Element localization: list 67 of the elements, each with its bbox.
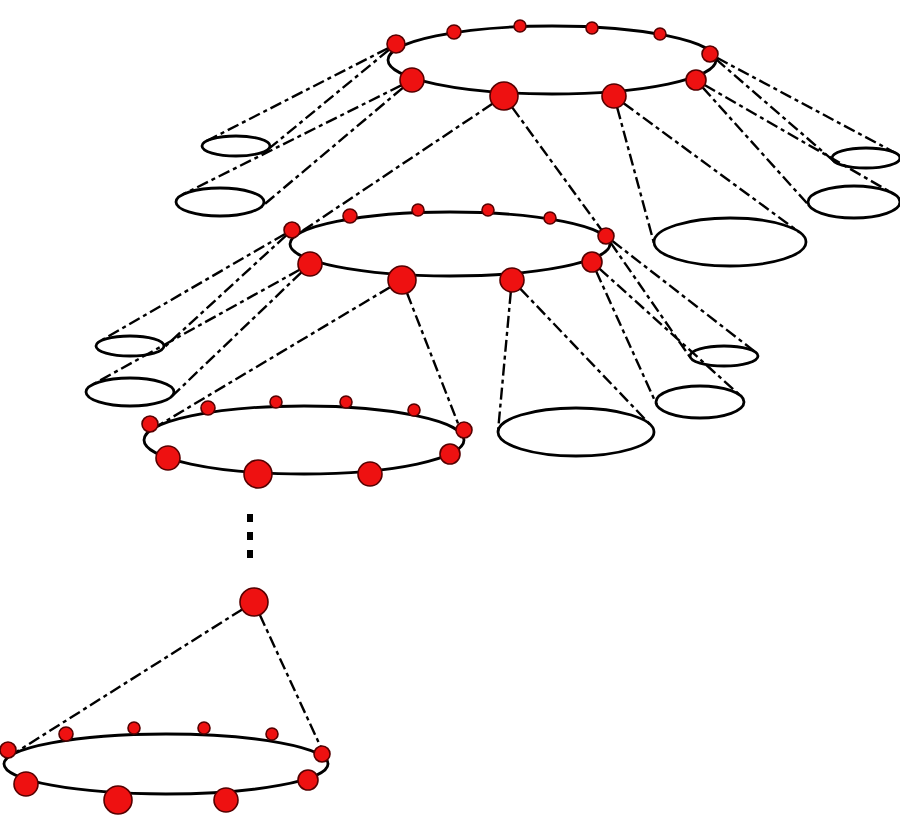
node-dot (439, 443, 461, 465)
node-dot (455, 421, 473, 439)
node-dot (200, 400, 216, 416)
node-dot (297, 769, 319, 791)
node-dot (597, 227, 615, 245)
dashed-line (260, 86, 404, 208)
node-dot (489, 81, 519, 111)
ring-ellipse (84, 376, 176, 408)
dashed-line (267, 48, 390, 151)
ring-ellipse (386, 24, 718, 96)
ring-ellipse (200, 134, 272, 158)
dashed-line (716, 56, 897, 155)
ring-ellipse (496, 406, 656, 458)
dashed-line (496, 291, 512, 432)
node-dot (446, 24, 462, 40)
node-dot (653, 27, 667, 41)
node-dot (499, 267, 525, 293)
node-dot (386, 34, 406, 54)
dashed-line (170, 271, 303, 398)
node-dot (357, 461, 383, 487)
node-dot (342, 208, 358, 224)
node-dot (283, 221, 301, 239)
node-dot (585, 21, 599, 35)
node-dot (127, 721, 141, 735)
node-dot (399, 67, 425, 93)
node-dot (513, 19, 527, 33)
node-dot (543, 211, 557, 225)
node-dot (141, 415, 159, 433)
node-dot (103, 785, 133, 815)
node-dot (243, 459, 273, 489)
dashed-line (99, 232, 286, 343)
node-dot (155, 445, 181, 471)
node-dot (685, 69, 707, 91)
node-dot (297, 251, 323, 277)
dashed-line (609, 241, 692, 359)
node-dot (197, 721, 211, 735)
ring-ellipse (142, 404, 466, 476)
ring-ellipse (174, 186, 266, 218)
node-dot (269, 395, 283, 409)
dashed-line (616, 107, 656, 245)
node-dot (313, 745, 331, 763)
dashed-line (611, 240, 757, 354)
node-dot (239, 587, 269, 617)
node-dot (387, 265, 417, 295)
ring-ellipse (288, 210, 612, 278)
node-dot (407, 403, 421, 417)
dashed-line (715, 58, 835, 163)
dashed-line (704, 83, 894, 195)
ring-ellipse (654, 384, 746, 420)
ring-ellipse (94, 334, 166, 358)
node-dot (601, 83, 627, 109)
ring-ellipse (688, 344, 760, 368)
node-dot (481, 203, 495, 217)
dashed-line (206, 47, 389, 143)
node-dot (13, 771, 39, 797)
dashed-line (701, 86, 812, 208)
node-dot (339, 395, 353, 409)
node-dot (581, 251, 603, 273)
node-dot (213, 787, 239, 813)
node-dot (411, 203, 425, 217)
dashed-line (622, 102, 801, 234)
dashed-line (161, 234, 287, 350)
node-dot (265, 727, 279, 741)
ring-ellipse (652, 216, 808, 268)
node-dot (58, 726, 74, 742)
dashed-line (598, 267, 742, 397)
ring-ellipse (2, 732, 330, 796)
